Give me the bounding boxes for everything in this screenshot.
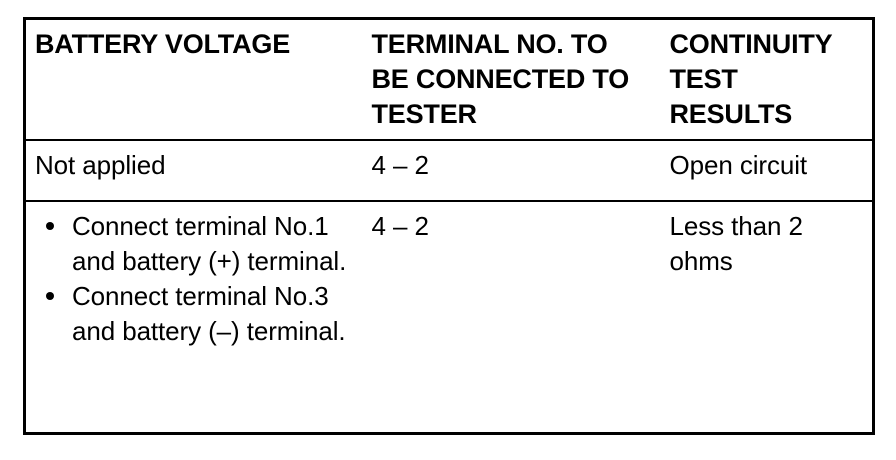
list-item: Connect terminal No.1 and battery (+) te…	[35, 209, 353, 279]
list-item-label: Connect terminal No.3 and battery (–) te…	[72, 281, 346, 347]
list-item-label: Connect terminal No.1 and battery (+) te…	[72, 211, 347, 277]
bullet-icon	[46, 222, 54, 231]
column-header-battery-voltage: BATTERY VOLTAGE	[24, 18, 363, 142]
cell-terminal-no-row2: 4 – 2	[362, 201, 661, 434]
table-header-row: BATTERY VOLTAGE TERMINAL NO. TO BE CONNE…	[24, 18, 874, 142]
list-item: Connect terminal No.3 and battery (–) te…	[35, 279, 353, 349]
bullet-icon	[46, 292, 54, 301]
cell-battery-voltage-connect-steps: Connect terminal No.1 and battery (+) te…	[24, 201, 363, 434]
column-header-continuity-result: CONTINUITY TEST RESULTS	[660, 18, 874, 142]
continuity-test-table: BATTERY VOLTAGE TERMINAL NO. TO BE CONNE…	[23, 17, 875, 435]
connect-steps-list: Connect terminal No.1 and battery (+) te…	[35, 209, 353, 349]
table-row: Not applied 4 – 2 Open circuit	[24, 140, 874, 203]
cell-continuity-result-row1: Open circuit	[660, 140, 874, 203]
cell-battery-voltage-not-applied: Not applied	[24, 140, 363, 203]
cell-continuity-result-row2: Less than 2 ohms	[660, 201, 874, 434]
cell-terminal-no-row1: 4 – 2	[362, 140, 661, 203]
table-row: Connect terminal No.1 and battery (+) te…	[24, 201, 874, 434]
column-header-terminal-no: TERMINAL NO. TO BE CONNECTED TO TESTER	[362, 18, 661, 142]
